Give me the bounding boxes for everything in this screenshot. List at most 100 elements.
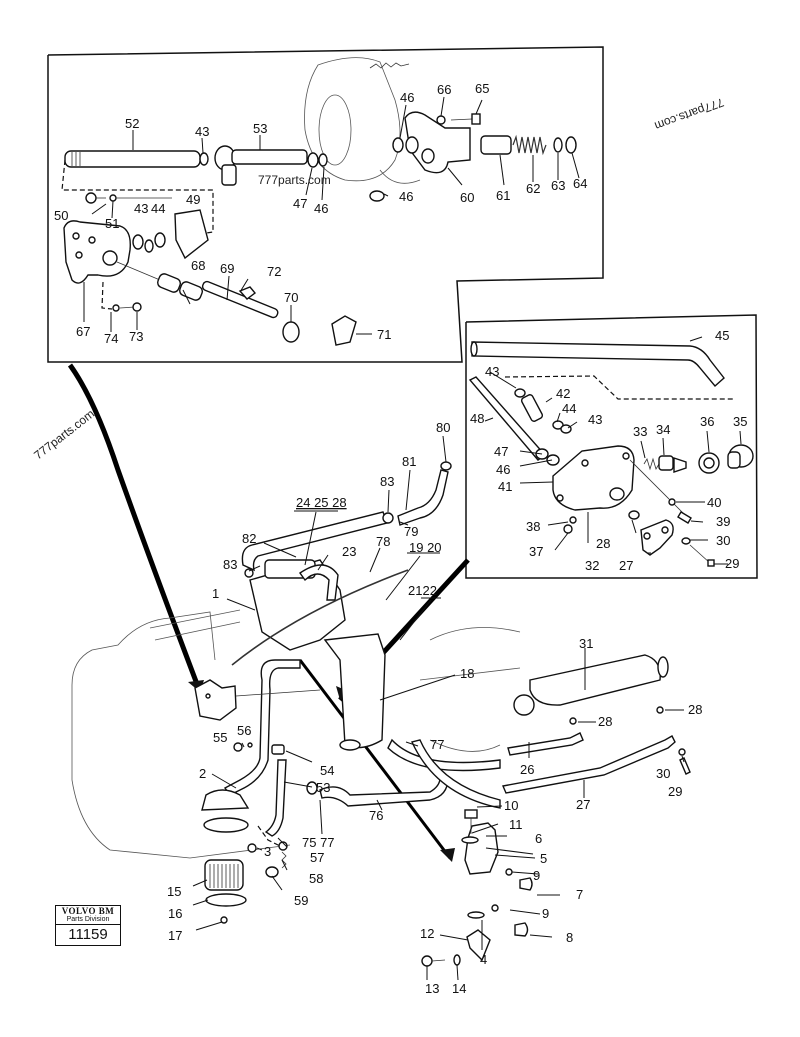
callout-6: 6 xyxy=(535,831,542,846)
callout-14: 14 xyxy=(452,981,466,996)
callout-30: 30 xyxy=(656,766,670,781)
main-assembly xyxy=(71,435,691,981)
part-63-washer xyxy=(553,137,563,153)
callout-45: 45 xyxy=(715,328,729,343)
callout-30: 30 xyxy=(716,533,730,548)
callout-46: 46 xyxy=(399,189,413,204)
callout-29: 29 xyxy=(725,556,739,571)
part-12-bracket xyxy=(466,929,491,962)
callout-43: 43 xyxy=(485,364,499,379)
callout-35: 35 xyxy=(733,414,747,429)
part-5-valve-body xyxy=(461,809,499,875)
volvo-bm-badge: VOLVO BM Parts Division 11159 xyxy=(55,905,121,946)
part-43-oring xyxy=(199,152,209,166)
callout-81: 81 xyxy=(402,454,416,469)
leader-arrow-assembly-lower xyxy=(298,659,452,859)
part-57-nut xyxy=(278,841,288,851)
part-56-washer xyxy=(247,742,253,748)
callout-44: 44 xyxy=(562,401,576,416)
callout-58: 58 xyxy=(309,871,323,886)
callout-31: 31 xyxy=(579,636,593,651)
part-51-washer xyxy=(109,194,117,202)
part-53-tee xyxy=(214,145,308,186)
callout-24-25-28: 24 25 28 xyxy=(296,495,347,510)
part-49-bracket xyxy=(174,209,209,260)
callout-27: 27 xyxy=(619,558,633,573)
callout-37: 37 xyxy=(529,544,543,559)
part-67-block xyxy=(63,220,131,284)
part-17-screw xyxy=(220,916,228,924)
part-54-clamp xyxy=(271,744,285,755)
callout-72: 72 xyxy=(267,264,281,279)
callout-4: 4 xyxy=(480,952,487,967)
part-pump-housing xyxy=(194,679,321,721)
part-27-flange xyxy=(640,519,674,556)
part-4-oring xyxy=(467,911,485,919)
part-2-pipe xyxy=(223,659,301,796)
part-61-piston xyxy=(480,135,512,155)
callout-74: 74 xyxy=(104,331,118,346)
callout-83: 83 xyxy=(380,474,394,489)
callout-59: 59 xyxy=(294,893,308,908)
part-10-bolt-head xyxy=(464,809,478,819)
part-83-clamp xyxy=(382,512,394,524)
callout-9: 9 xyxy=(533,868,540,883)
part-35-plug xyxy=(727,444,754,469)
callout-27: 27 xyxy=(576,797,590,812)
callout-46: 46 xyxy=(314,201,328,216)
callout-13: 13 xyxy=(425,981,439,996)
part-41-cover xyxy=(552,445,635,511)
watermark: 777parts.com xyxy=(258,173,331,187)
badge-division: Parts Division xyxy=(56,916,120,925)
callout-73: 73 xyxy=(129,329,143,344)
part-34-valve xyxy=(658,455,674,471)
part-13-screw xyxy=(421,955,433,967)
part-53-hose xyxy=(264,759,287,837)
part-strainer-cone xyxy=(201,789,250,811)
callout-56: 56 xyxy=(237,723,251,738)
part-59-plug xyxy=(265,866,279,878)
callout-66: 66 xyxy=(437,82,451,97)
callout-48: 48 xyxy=(470,411,484,426)
callout-65: 65 xyxy=(475,81,489,96)
callout-80: 80 xyxy=(436,420,450,435)
part-26-pipe xyxy=(507,732,584,756)
inset-right xyxy=(465,314,758,579)
part-64-circlip xyxy=(565,136,577,154)
callout-78: 78 xyxy=(376,534,390,549)
callout-44: 44 xyxy=(151,201,165,216)
callout-12: 12 xyxy=(420,926,434,941)
callout-75-77: 75 77 xyxy=(302,835,335,850)
callout-18: 18 xyxy=(460,666,474,681)
callout-53: 53 xyxy=(316,780,330,795)
callout-55: 55 xyxy=(213,730,227,745)
callout-57: 57 xyxy=(310,850,324,865)
part-52-tube xyxy=(64,150,201,168)
part-83-clamp xyxy=(244,568,254,578)
part-16-gasket xyxy=(205,893,247,907)
callout-8: 8 xyxy=(566,930,573,945)
part-71-plate xyxy=(331,315,357,346)
part-70-cap xyxy=(282,321,300,343)
callout-43: 43 xyxy=(588,412,602,427)
callout-26: 26 xyxy=(520,762,534,777)
callout-17: 17 xyxy=(168,928,182,943)
part-46-oring xyxy=(318,153,328,167)
watermark: 777parts.com xyxy=(653,95,726,133)
part-gasket xyxy=(203,817,249,833)
part-40-nut xyxy=(668,498,676,506)
callout-43: 43 xyxy=(195,124,209,139)
callout-64: 64 xyxy=(573,176,587,191)
callout-3: 3 xyxy=(264,844,271,859)
callout-28: 28 xyxy=(688,702,702,717)
callout-41: 41 xyxy=(498,479,512,494)
callout-49: 49 xyxy=(186,192,200,207)
callout-51: 51 xyxy=(105,216,119,231)
part-8-plug xyxy=(514,922,529,937)
callout-47: 47 xyxy=(494,444,508,459)
callout-53: 53 xyxy=(253,121,267,136)
callout-34: 34 xyxy=(656,422,670,437)
callout-33: 33 xyxy=(633,424,647,439)
badge-number: 11159 xyxy=(68,926,108,943)
